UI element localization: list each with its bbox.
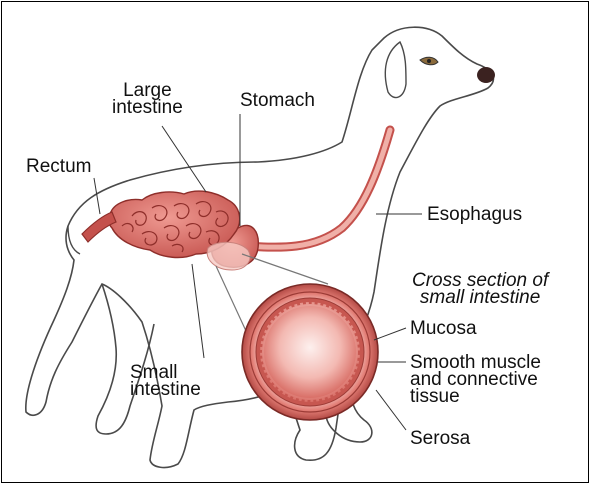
label-rectum: Rectum [26, 158, 91, 175]
cross-section [242, 284, 378, 420]
label-large-intestine: Large intestine [112, 82, 183, 116]
label-esophagus: Esophagus [427, 206, 522, 223]
label-stomach: Stomach [240, 92, 315, 109]
label-smooth-muscle-line3: tissue [410, 388, 541, 405]
nose [477, 67, 495, 83]
label-smooth-muscle: Smooth muscle and connective tissue [410, 354, 541, 405]
label-mucosa: Mucosa [410, 320, 477, 337]
label-large-intestine-line2: intestine [112, 99, 183, 116]
label-small-intestine-line2: intestine [130, 381, 201, 398]
cross-section-title-line2: small intestine [412, 289, 548, 306]
label-serosa: Serosa [410, 430, 470, 447]
cross-section-title: Cross section of small intestine [412, 272, 548, 306]
label-small-intestine: Small intestine [130, 364, 201, 398]
